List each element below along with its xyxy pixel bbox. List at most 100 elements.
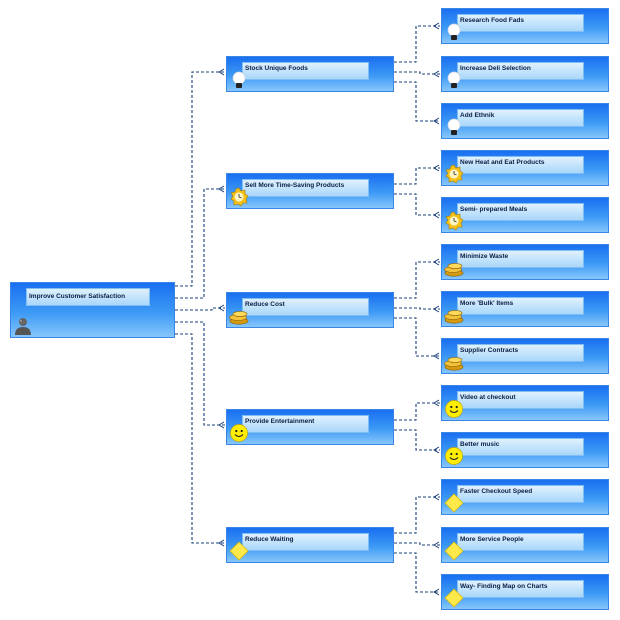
root-branch-connector [175, 71, 225, 287]
node-label: Reduce Waiting [245, 536, 294, 543]
leaf-node[interactable]: Research Food Fads [441, 8, 609, 44]
leaf-node[interactable]: Video at checkout [441, 385, 609, 421]
branch-leaf-connector [394, 317, 440, 357]
node-label: Sell More Time-Saving Products [245, 182, 345, 189]
root-node[interactable]: Improve Customer Satisfaction [10, 282, 175, 338]
person-icon [13, 316, 33, 336]
diamond-icon [229, 541, 249, 561]
leaf-node[interactable]: More 'Bulk' Items [441, 291, 609, 327]
branch-leaf-connector [394, 402, 440, 421]
node-highlight [457, 391, 584, 409]
diamond-icon [444, 541, 464, 561]
root-branch-connector [175, 321, 225, 426]
node-label: Research Food Fads [460, 17, 524, 24]
node-highlight [457, 297, 584, 315]
branch-leaf-connector [394, 81, 440, 122]
leaf-node[interactable]: Add Ethnik [441, 103, 609, 139]
branch-leaf-connector [394, 552, 440, 593]
branch-leaf-connector [394, 193, 440, 216]
clock-icon [444, 211, 464, 231]
leaf-node[interactable]: Supplier Contracts [441, 338, 609, 374]
root-branch-connector [175, 333, 225, 544]
lightbulb-icon [444, 70, 464, 90]
coins-icon [444, 305, 464, 325]
node-highlight [242, 62, 369, 80]
node-label: Faster Checkout Speed [460, 488, 533, 495]
leaf-node[interactable]: Increase Deli Selection [441, 56, 609, 92]
connector-arrow [218, 421, 225, 429]
node-highlight [26, 288, 150, 306]
leaf-node[interactable]: Minimize Waste [441, 244, 609, 280]
branch-leaf-connector [394, 307, 440, 310]
node-highlight [457, 580, 584, 598]
node-label: Improve Customer Satisfaction [29, 293, 126, 300]
branch-node[interactable]: Provide Entertainment [226, 409, 394, 445]
node-highlight [457, 156, 584, 174]
branch-leaf-connector [394, 429, 440, 451]
branch-leaf-connector [394, 167, 440, 185]
coins-icon [444, 258, 464, 278]
connector-arrow [433, 588, 440, 596]
leaf-node[interactable]: Faster Checkout Speed [441, 479, 609, 515]
root-branch-connector [175, 307, 225, 311]
node-highlight [457, 14, 584, 32]
clock-icon [444, 164, 464, 184]
node-label: Way- Finding Map on Charts [460, 583, 548, 590]
node-label: Provide Entertainment [245, 418, 315, 425]
diamond-icon [444, 588, 464, 608]
clock-icon [229, 187, 249, 207]
lightbulb-icon [444, 22, 464, 42]
branch-leaf-connector [394, 542, 440, 546]
node-label: Video at checkout [460, 394, 516, 401]
node-label: Increase Deli Selection [460, 65, 531, 72]
lightbulb-icon [229, 70, 249, 90]
branch-leaf-connector [394, 25, 440, 63]
leaf-node[interactable]: Way- Finding Map on Charts [441, 574, 609, 610]
leaf-node[interactable]: Better music [441, 432, 609, 468]
node-highlight [457, 485, 584, 503]
connector-arrow [433, 70, 440, 78]
node-label: Add Ethnik [460, 112, 495, 119]
branch-node[interactable]: Reduce Cost [226, 292, 394, 328]
node-highlight [457, 203, 584, 221]
node-highlight [457, 533, 584, 551]
node-label: Supplier Contracts [460, 347, 519, 354]
node-label: Better music [460, 441, 500, 448]
smiley-icon [444, 446, 464, 466]
node-label: More Service People [460, 536, 524, 543]
smiley-icon [444, 399, 464, 419]
branch-node[interactable]: Sell More Time-Saving Products [226, 173, 394, 209]
connector-arrow [433, 493, 440, 501]
branch-node[interactable]: Stock Unique Foods [226, 56, 394, 92]
connector-arrow [218, 68, 225, 76]
root-branch-connector [175, 188, 225, 299]
smiley-icon [229, 423, 249, 443]
connector-arrow [433, 399, 440, 407]
node-label: Stock Unique Foods [245, 65, 308, 72]
node-highlight [457, 438, 584, 456]
connector-arrow [433, 211, 440, 219]
node-label: More 'Bulk' Items [460, 300, 514, 307]
leaf-node[interactable]: New Heat and Eat Products [441, 150, 609, 186]
node-highlight [242, 415, 369, 433]
node-highlight [242, 533, 369, 551]
connector-arrow [433, 117, 440, 125]
leaf-node[interactable]: More Service People [441, 527, 609, 563]
node-highlight [457, 250, 584, 268]
node-highlight [457, 62, 584, 80]
node-highlight [242, 179, 369, 197]
branch-node[interactable]: Reduce Waiting [226, 527, 394, 563]
coins-icon [229, 306, 249, 326]
node-highlight [242, 298, 369, 316]
connector-arrow [218, 304, 225, 312]
diamond-icon [444, 493, 464, 513]
connector-arrow [433, 446, 440, 454]
node-label: Minimize Waste [460, 253, 509, 260]
node-highlight [457, 344, 584, 362]
leaf-node[interactable]: Semi- prepared Meals [441, 197, 609, 233]
branch-leaf-connector [394, 71, 440, 75]
branch-leaf-connector [394, 496, 440, 534]
coins-icon [444, 352, 464, 372]
